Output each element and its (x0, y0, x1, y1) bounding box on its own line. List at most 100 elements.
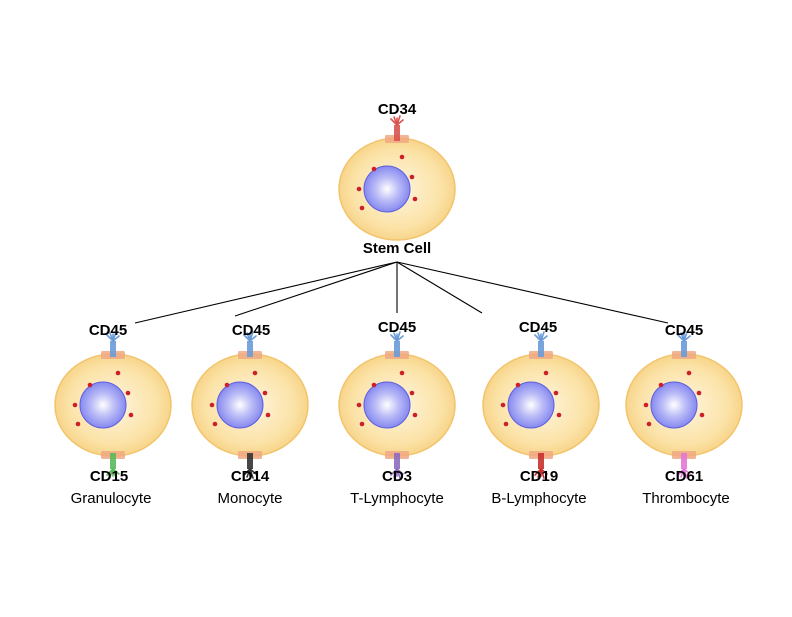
bottom-receptor-icon (101, 451, 125, 479)
connector-lines (134, 261, 669, 324)
top-receptor-icon (672, 331, 696, 359)
receptor-branch (683, 335, 691, 342)
stem-cell (338, 115, 456, 241)
nucleus (216, 381, 264, 429)
receptor-stalk (538, 453, 544, 469)
top-receptor-icon (385, 115, 409, 143)
granule (87, 382, 93, 388)
receptor-branch (249, 468, 257, 475)
nucleus (79, 381, 127, 429)
thrombocyte-top-marker-label: CD45 (664, 322, 704, 339)
receptor-branch (249, 331, 254, 342)
t-lymphocyte-bottom-marker-label: CD3 (381, 468, 413, 485)
cell-granulocyte (54, 331, 172, 479)
receptor-stalk (394, 453, 400, 469)
granule (699, 412, 705, 418)
b-lymphocyte-top-marker-label: CD45 (518, 319, 558, 336)
granule (72, 402, 78, 408)
receptor-stalk (247, 341, 253, 357)
receptor-branch (540, 468, 548, 475)
nucleus (363, 381, 411, 429)
monocyte-name-label: Monocyte (217, 490, 283, 507)
granule (556, 412, 562, 418)
receptor-stalk (247, 453, 253, 469)
granule (696, 390, 702, 396)
receptor-stalk (681, 453, 687, 469)
receptor-branch (112, 331, 117, 342)
receptor-branch (540, 335, 548, 342)
cell-thrombocyte (625, 331, 743, 479)
receptor-branch (249, 335, 257, 342)
nucleus (507, 381, 555, 429)
granule (503, 421, 509, 427)
granule (359, 205, 365, 211)
thrombocyte-bottom-marker-label: CD61 (664, 468, 704, 485)
granule (252, 370, 258, 376)
receptor-branch (396, 115, 401, 126)
receptor-branch (112, 468, 117, 479)
receptor-stalk (538, 341, 544, 357)
receptor-branch (396, 331, 401, 342)
cells-layer (54, 115, 743, 479)
thrombocyte-name-label: Thrombocyte (642, 490, 730, 507)
top-receptor-icon (101, 331, 125, 359)
connector-line-4 (396, 261, 483, 314)
granule (212, 421, 218, 427)
granule (209, 402, 215, 408)
granule (543, 370, 549, 376)
granule (412, 412, 418, 418)
connector-line-2 (234, 261, 398, 317)
monocyte-bottom-marker-label: CD14 (230, 468, 270, 485)
bottom-receptor-icon (672, 451, 696, 479)
granule (409, 390, 415, 396)
granule (115, 370, 121, 376)
granule (409, 174, 415, 180)
granule (356, 402, 362, 408)
receptor-branch (396, 468, 404, 475)
monocyte-top-marker-label: CD45 (231, 322, 271, 339)
cell-t-lymphocyte (338, 331, 456, 479)
receptor-branch (112, 468, 120, 475)
cell-monocyte (191, 331, 309, 479)
receptor-branch (396, 468, 401, 479)
receptor-stalk (110, 453, 116, 469)
receptor-branch (112, 335, 120, 342)
granule (412, 196, 418, 202)
granule (646, 421, 652, 427)
granulocyte-top-marker-label: CD45 (88, 322, 128, 339)
receptor-stalk (110, 341, 116, 357)
granule (399, 370, 405, 376)
granule (75, 421, 81, 427)
top-receptor-icon (385, 331, 409, 359)
granule (262, 390, 268, 396)
t-lymphocyte-top-marker-label: CD45 (377, 319, 417, 336)
granulocyte-name-label: Granulocyte (70, 490, 152, 507)
top-receptor-icon (238, 331, 262, 359)
receptor-branch (683, 331, 688, 342)
granule (500, 402, 506, 408)
granule (371, 166, 377, 172)
granule (125, 390, 131, 396)
receptor-branch (396, 119, 404, 126)
stem-cell-name-label: Stem Cell (362, 240, 432, 257)
granule (399, 154, 405, 160)
receptor-stalk (394, 125, 400, 141)
granule (128, 412, 134, 418)
bottom-receptor-icon (529, 451, 553, 479)
nucleus (650, 381, 698, 429)
granule (515, 382, 521, 388)
top-receptor-icon (529, 331, 553, 359)
bottom-receptor-icon (238, 451, 262, 479)
granule (371, 382, 377, 388)
bottom-receptor-icon (385, 451, 409, 479)
receptor-stalk (681, 341, 687, 357)
nucleus (363, 165, 411, 213)
receptor-branch (683, 468, 691, 475)
granule (359, 421, 365, 427)
b-lymphocyte-bottom-marker-label: CD19 (519, 468, 559, 485)
t-lymphocyte-name-label: T-Lymphocyte (350, 490, 444, 507)
receptor-branch (683, 468, 688, 479)
receptor-stalk (394, 341, 400, 357)
